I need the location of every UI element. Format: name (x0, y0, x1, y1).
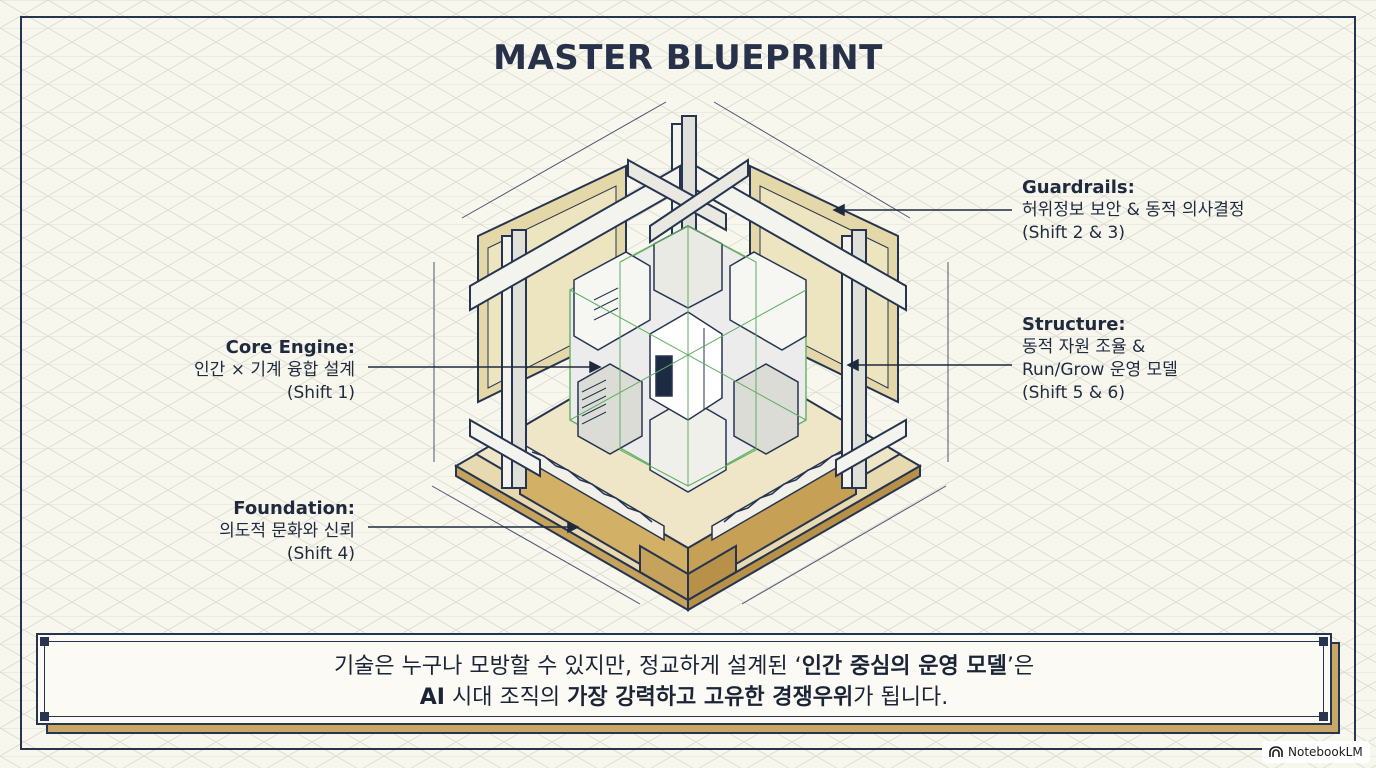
guardrails-heading: Guardrails: (1022, 177, 1135, 198)
notebooklm-icon (1269, 746, 1283, 757)
banner-emphasis-1: 인간 중심의 운영 모델 (801, 654, 1007, 679)
structure-desc-2: Run/Grow 운영 모델 (1022, 360, 1178, 380)
dimension-lines (431, 101, 949, 605)
core-engine-label: Core Engine: 인간 × 기계 융합 설계 (Shift 1) (194, 336, 355, 405)
core-engine-cubes (569, 225, 807, 493)
foundation-label: Foundation: 의도적 문화와 신뢰 (Shift 4) (219, 497, 355, 566)
banner-corner-tl (40, 637, 49, 646)
core-engine-desc: 인간 × 기계 융합 설계 (194, 360, 355, 380)
banner-text: 기술은 누구나 모방할 수 있지만, 정교하게 설계된 ‘인간 중심의 운영 모… (38, 651, 1330, 713)
guardrails-desc: 허위정보 보안 & 동적 의사결정 (1022, 200, 1245, 220)
banner-corner-tr (1319, 637, 1328, 646)
banner-corner-bl (40, 712, 49, 721)
foundation-shift: (Shift 4) (286, 544, 355, 564)
notebooklm-label: NotebookLM (1288, 745, 1363, 759)
summary-banner: 기술은 누구나 모방할 수 있지만, 정교하게 설계된 ‘인간 중심의 운영 모… (36, 633, 1332, 725)
structure-shift: (Shift 5 & 6) (1022, 383, 1126, 403)
foundation-heading: Foundation: (233, 498, 355, 519)
banner-line-2: AI 시대 조직의 가장 강력하고 고유한 경쟁우위가 됩니다. (419, 685, 949, 710)
leader-lines (368, 203, 1012, 534)
outer-frame (20, 16, 1356, 750)
guardrails-shift: (Shift 2 & 3) (1022, 223, 1126, 243)
core-engine-heading: Core Engine: (225, 337, 355, 358)
banner-line-1: 기술은 누구나 모방할 수 있지만, 정교하게 설계된 ‘인간 중심의 운영 모… (333, 654, 1035, 679)
structure-desc-1: 동적 자원 조율 & (1022, 337, 1146, 357)
page-title: MASTER BLUEPRINT (493, 38, 883, 78)
core-engine-shift: (Shift 1) (286, 383, 355, 403)
banner-emphasis-ai: AI (419, 685, 445, 710)
structure-label: Structure: 동적 자원 조율 & Run/Grow 운영 모델 (Sh… (1022, 313, 1178, 405)
banner-emphasis-2: 가장 강력하고 고유한 경쟁우위 (567, 685, 854, 710)
notebooklm-badge[interactable]: NotebookLM (1262, 741, 1370, 763)
structure-heading: Structure: (1022, 314, 1126, 335)
banner-corner-br (1319, 712, 1328, 721)
banner-inner-border (44, 641, 1324, 717)
steel-frame (469, 115, 907, 489)
guardrails-label: Guardrails: 허위정보 보안 & 동적 의사결정 (Shift 2 &… (1022, 176, 1245, 245)
foundation-desc: 의도적 문화와 신뢰 (219, 521, 355, 541)
